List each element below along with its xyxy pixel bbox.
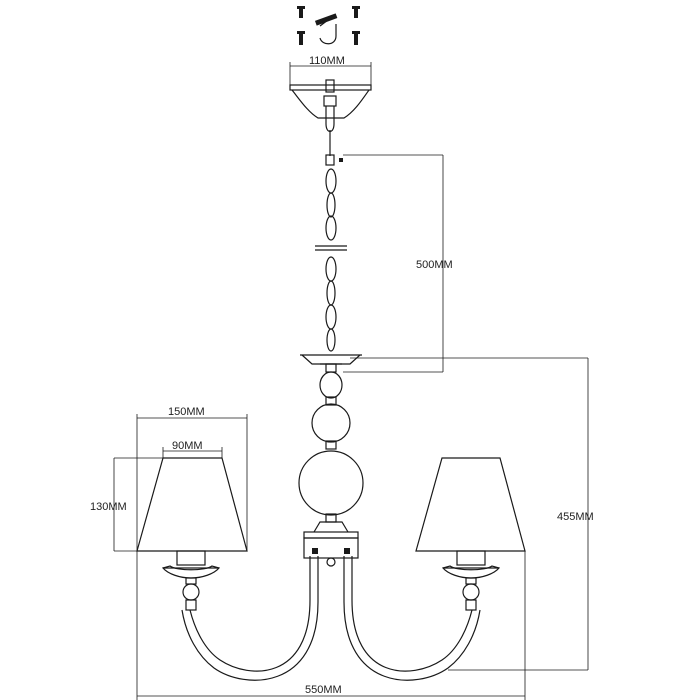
body-height-label: 455MM (557, 511, 594, 523)
chandelier-arms (181, 556, 481, 681)
canopy-width-label: 110MM (309, 55, 345, 67)
screw-icon (297, 6, 305, 18)
suspension-chain: 500MM (315, 130, 453, 373)
shade-top-outer-label: 150MM (168, 406, 205, 418)
shade-dimensions: 150MM 90MM 130MM (90, 406, 248, 552)
shade-top-inner-label: 90MM (172, 440, 203, 452)
right-shade (415, 457, 526, 552)
ceiling-canopy: 110MM (289, 55, 372, 133)
ceiling-hook-icon (314, 13, 338, 45)
right-lamp (415, 457, 526, 611)
screw-icon (352, 6, 360, 18)
left-lamp (136, 457, 248, 611)
screw-icon (352, 31, 360, 45)
shade-height-label: 130MM (90, 501, 127, 513)
body-height-dimension: 455MM (350, 357, 594, 671)
chain-length-label: 500MM (416, 259, 453, 271)
screw-icon (297, 31, 305, 45)
overall-width-dimension: 550MM (136, 551, 526, 700)
mounting-hardware (297, 6, 360, 45)
center-column (298, 354, 364, 567)
overall-width-label: 550MM (305, 684, 342, 696)
left-shade (136, 457, 248, 552)
